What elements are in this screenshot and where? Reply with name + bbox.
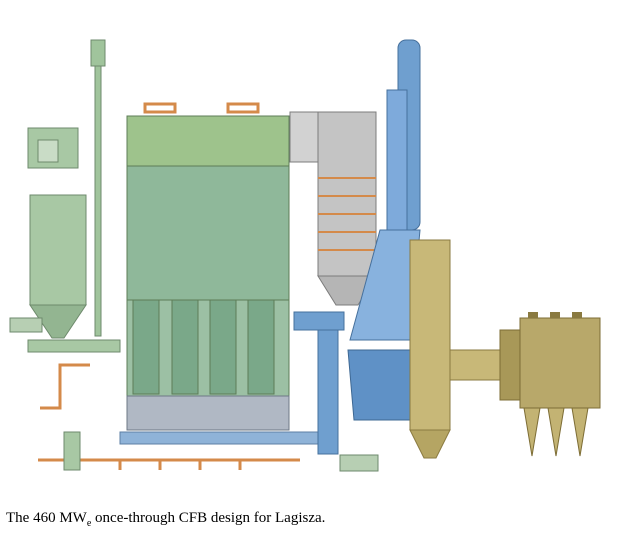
caption-suffix: once-through CFB design for Lagisza.	[91, 510, 326, 526]
electrostatic-precipitator	[499, 312, 601, 457]
caption-prefix: The 460 MW	[6, 510, 87, 526]
drum	[63, 431, 379, 472]
cfb-boiler-illustration	[9, 39, 601, 472]
separator	[409, 239, 511, 459]
piping	[38, 363, 300, 470]
caption-subscript: e	[86, 518, 92, 529]
fuel-silo	[9, 127, 121, 353]
stack	[90, 39, 106, 337]
backpass	[289, 111, 377, 306]
furnace	[119, 102, 333, 445]
figure-caption: The 460 MWe once-through CFB design for …	[6, 510, 325, 529]
